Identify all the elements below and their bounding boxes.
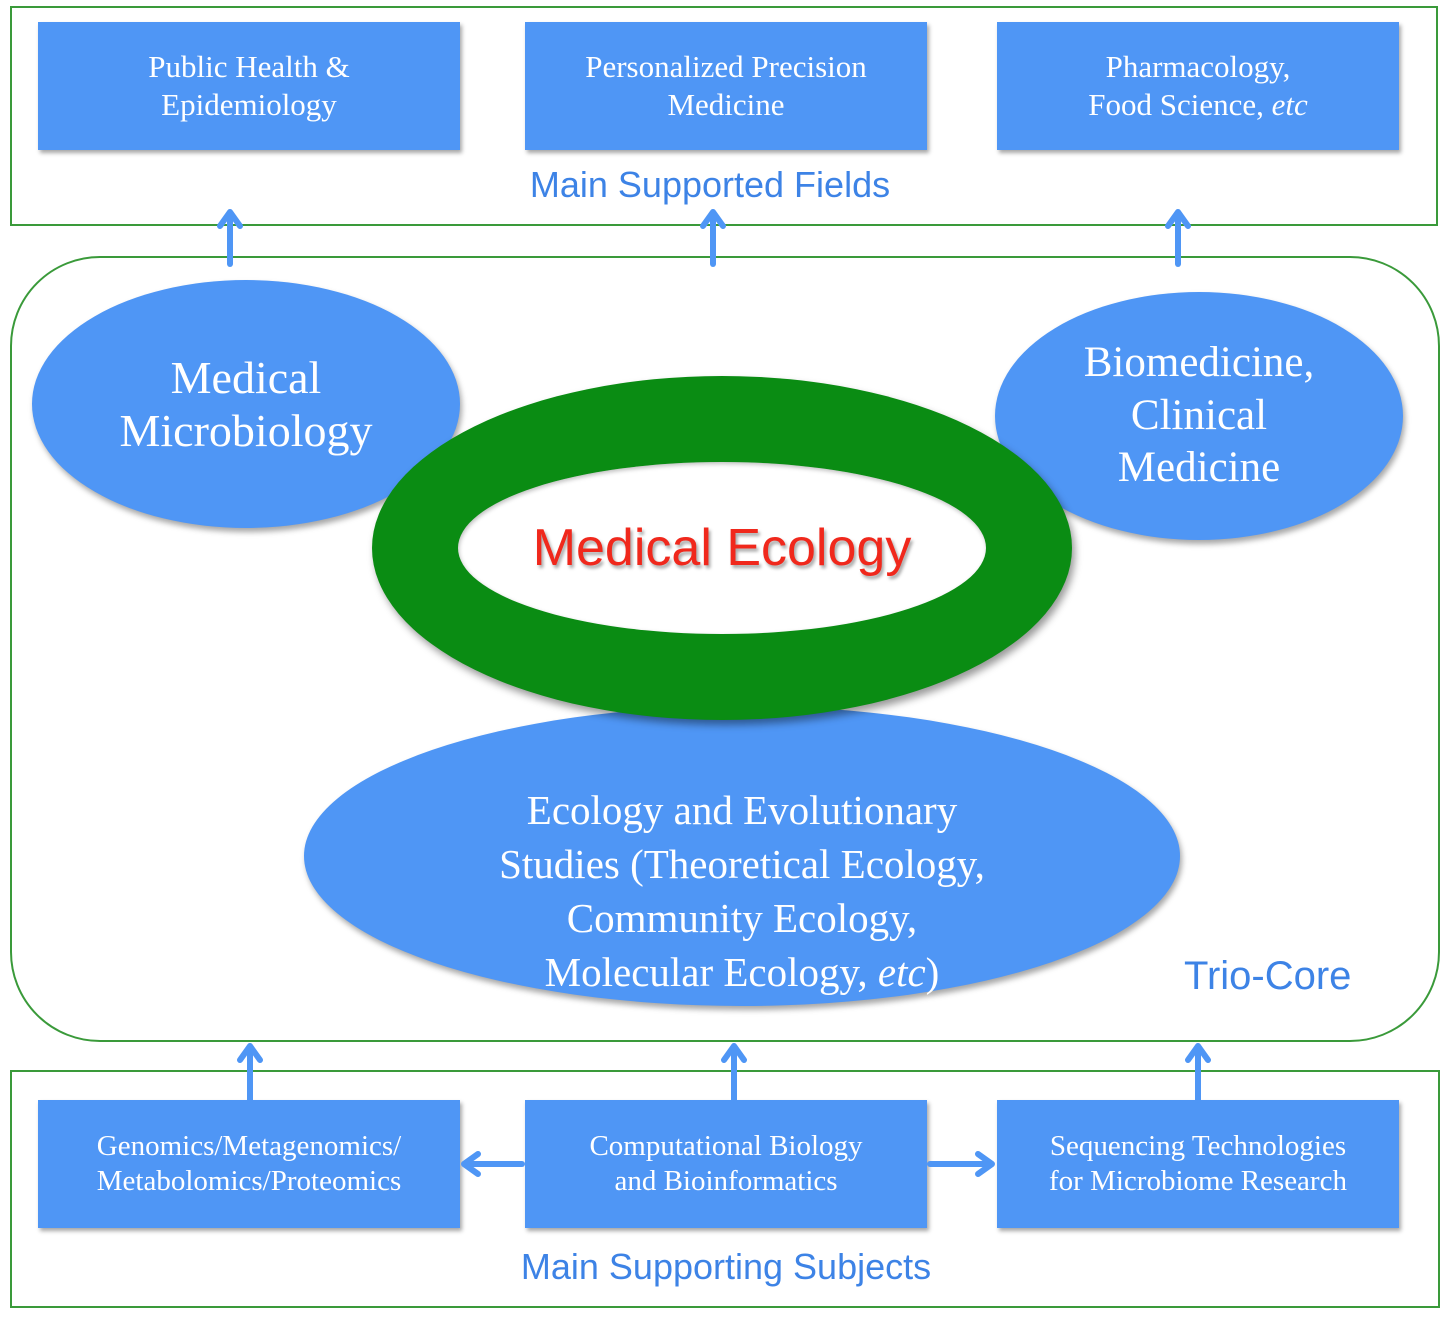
oval-ecology-italic: etc [877,949,926,996]
box-pharmacology: Pharmacology, Food Science, etc [997,22,1399,150]
arrow-up-center-bottom [721,1043,747,1103]
box-sequencing-line1: Sequencing Technologies [1049,1129,1347,1162]
oval-biomedicine-line3: Medicine [1117,444,1281,492]
box-omics-line2: Metabolomics/Proteomics [96,1165,402,1197]
box-computational-line1: Computational Biology [589,1129,863,1162]
box-pharmacology-line1: Pharmacology, [1105,49,1291,85]
oval-medical-microbiology-line1: Medical [170,351,322,403]
box-sequencing-line2: for Microbiome Research [1049,1165,1347,1197]
trio-core-frame [10,256,1440,1042]
arrow-right-to-sequencing [927,1151,995,1177]
arrow-up-left-top [217,209,243,267]
oval-ecology-line2: Studies (Theoretical Ecology, [499,840,985,887]
oval-biomedicine-line2: Clinical [1130,391,1268,439]
oval-ecology-line4: Molecular Ecology, [544,949,868,996]
box-pharmacology-italic: etc [1271,87,1308,122]
box-omics-line1: Genomics/Metagenomics/ [96,1129,402,1162]
box-public-health-line1: Public Health & [148,49,350,85]
box-computational-biology: Computational Biology and Bioinformatics [525,1100,927,1228]
oval-ecology-line3: Community Ecology, [566,895,918,941]
trio-core-caption: Trio-Core [1184,954,1352,998]
arrow-up-right-bottom [1185,1043,1211,1103]
supporting-subjects-caption: Main Supporting Subjects [520,1246,932,1287]
arrow-up-right-top [1165,209,1191,267]
oval-ecology-line1: Ecology and Evolutionary [526,786,958,833]
box-precision-medicine: Personalized Precision Medicine [525,22,927,150]
box-omics: Genomics/Metagenomics/ Metabolomics/Prot… [38,1100,460,1228]
arrow-left-to-omics [461,1151,525,1177]
arrow-up-center-top [700,209,726,267]
supported-fields-caption: Main Supported Fields [529,164,891,205]
box-public-health-line2: Epidemiology [161,87,337,122]
oval-biomedicine-line1: Biomedicine, [1083,339,1315,387]
box-computational-line2: and Bioinformatics [614,1165,838,1197]
box-public-health: Public Health & Epidemiology [38,22,460,150]
medical-ecology-title: Medical Ecology [532,519,912,577]
oval-ecology-close: ) [925,949,940,996]
medical-ecology-center: Medical Ecology [458,462,986,634]
oval-ecology-evolution: Ecology and Evolutionary Studies (Theore… [304,706,1180,1006]
box-sequencing: Sequencing Technologies for Microbiome R… [997,1100,1399,1228]
arrow-up-left-bottom [237,1043,263,1103]
box-precision-medicine-line2: Medicine [667,87,785,122]
supporting-subjects-frame [10,1070,1440,1308]
box-pharmacology-line2: Food Science, [1088,87,1264,122]
oval-biomedicine: Biomedicine, Clinical Medicine [995,292,1403,540]
oval-medical-microbiology-line2: Microbiology [119,405,373,456]
box-precision-medicine-line1: Personalized Precision [585,49,867,85]
oval-medical-microbiology: Medical Microbiology [32,280,460,528]
